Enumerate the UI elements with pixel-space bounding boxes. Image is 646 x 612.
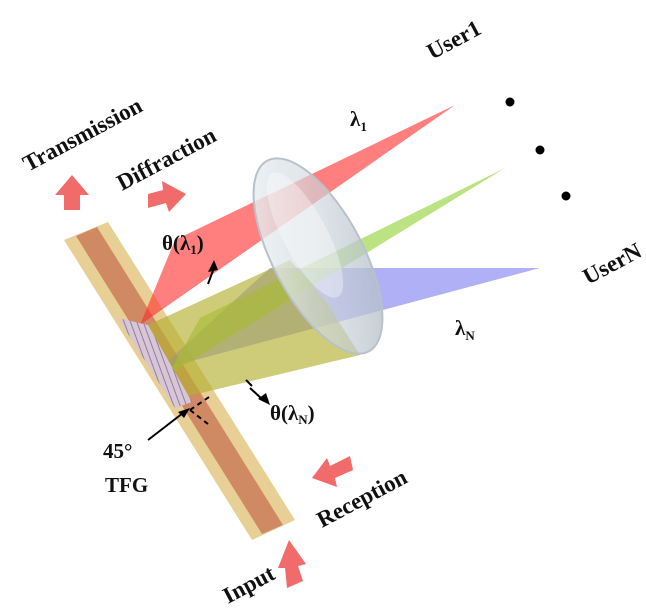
theta1-label: θ(λ1) bbox=[162, 231, 204, 257]
lambda1-label: λ1 bbox=[350, 107, 367, 134]
input-label: Input bbox=[219, 560, 280, 608]
userN-label: UserN bbox=[579, 238, 646, 290]
thetaN-label: θ(λN) bbox=[270, 401, 315, 427]
lens-highlight bbox=[266, 172, 344, 298]
angle-label: 45° bbox=[103, 439, 132, 463]
arrow-up-icon bbox=[55, 175, 89, 210]
dot-icon bbox=[561, 191, 571, 201]
angle-markers bbox=[147, 260, 270, 441]
transmission-label: Transmission bbox=[19, 93, 147, 177]
dot-icon bbox=[535, 145, 545, 155]
dot-icon bbox=[505, 97, 515, 107]
tfg-grating bbox=[118, 318, 192, 408]
arrow-left-icon bbox=[312, 456, 353, 487]
tfg-label: TFG bbox=[105, 473, 148, 497]
user1-label: User1 bbox=[423, 15, 485, 64]
lambdaN-label: λN bbox=[455, 316, 475, 343]
arrow-right-icon bbox=[148, 181, 186, 212]
focusing-lens bbox=[252, 157, 384, 355]
arrow-up-icon bbox=[278, 540, 306, 588]
